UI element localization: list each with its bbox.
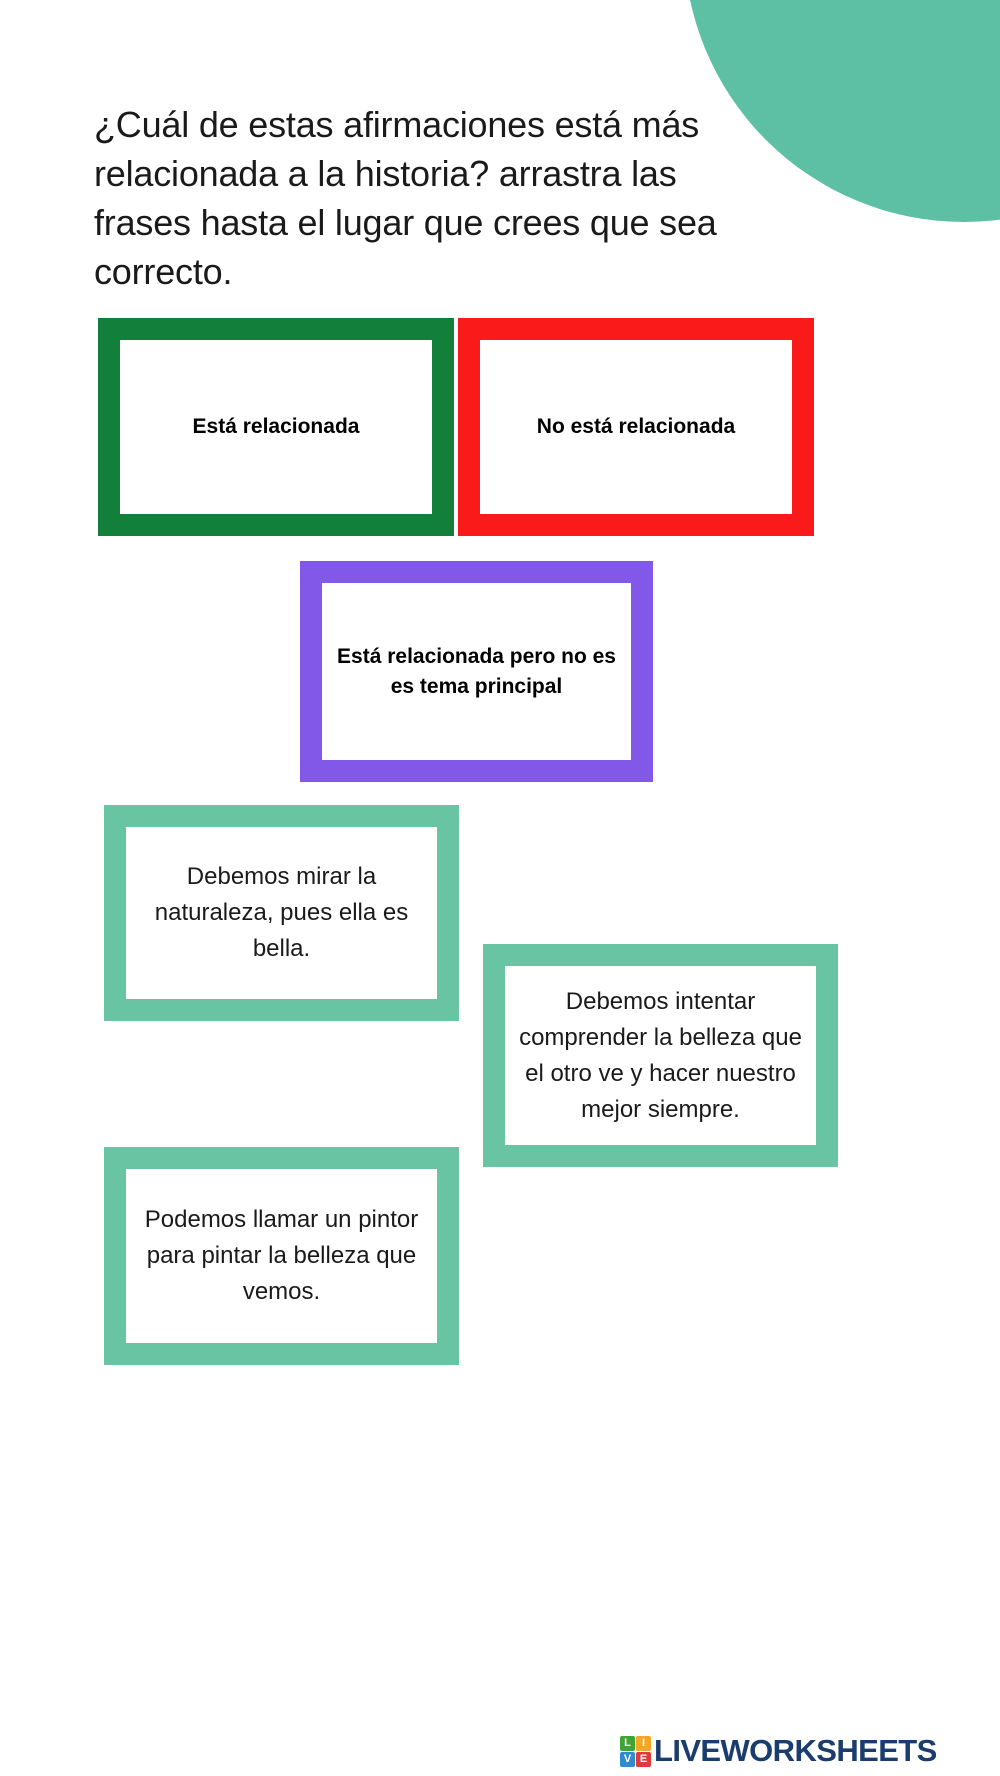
logo-square-v: V [620, 1751, 635, 1767]
category-label-not-related: No está relacionada [536, 415, 736, 438]
statement-text-1: Debemos mirar la naturaleza, pues ella e… [154, 863, 409, 962]
liveworksheets-logo-mark-icon: L I V E [620, 1735, 651, 1767]
liveworksheets-wordmark: LIVEWORKSHEETS [654, 1733, 937, 1768]
category-label-related: Está relacionada [192, 415, 360, 438]
draggable-statement-3[interactable]: Podemos llamar un pintor para pintar la … [104, 1147, 459, 1365]
logo-square-l: L [620, 1735, 635, 1751]
statement-text-2: Debemos intentar comprender la belleza q… [519, 987, 802, 1123]
category-label-related-not-main: Está relacionada pero no es es tema prin… [337, 644, 616, 698]
logo-square-e: E [636, 1751, 651, 1767]
liveworksheets-logo[interactable]: L I V E LIVEWORKSHEETS [620, 1733, 937, 1768]
page-title: ¿Cuál de estas afirmaciones está más rel… [94, 104, 727, 292]
category-box-related-not-main[interactable]: Está relacionada pero no es es tema prin… [300, 561, 653, 782]
category-box-not-related[interactable]: No está relacionada [458, 318, 814, 536]
statement-text-3: Podemos llamar un pintor para pintar la … [144, 1206, 419, 1305]
draggable-statement-2[interactable]: Debemos intentar comprender la belleza q… [483, 944, 838, 1167]
draggable-statement-1[interactable]: Debemos mirar la naturaleza, pues ella e… [104, 805, 459, 1021]
category-box-related[interactable]: Está relacionada [98, 318, 454, 536]
logo-square-i: I [636, 1735, 651, 1751]
